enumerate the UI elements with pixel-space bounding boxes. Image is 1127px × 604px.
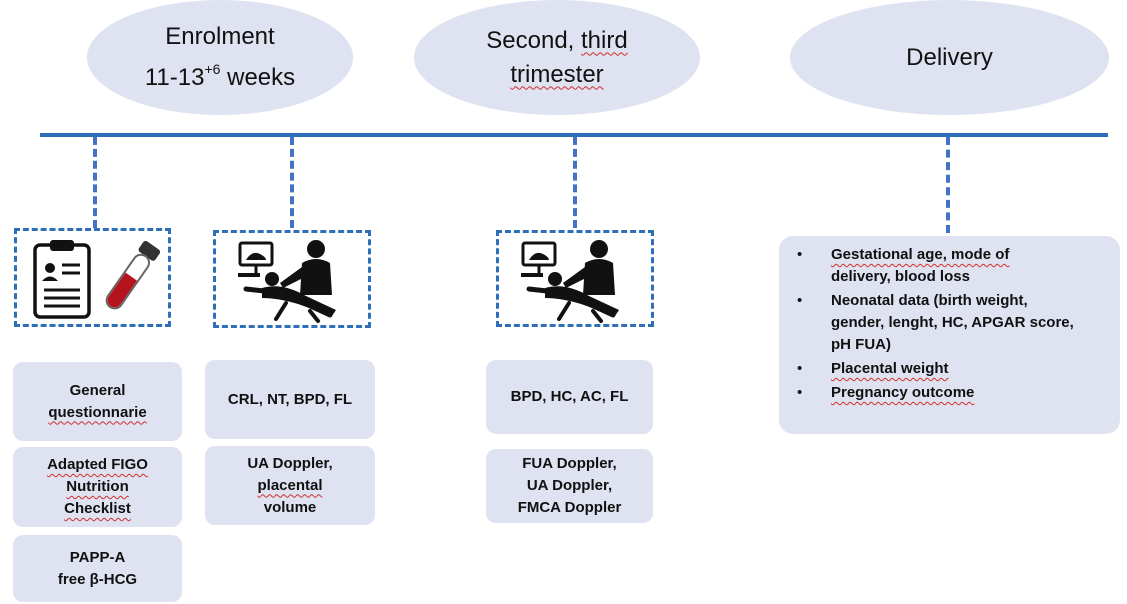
phase-enrolment-weeks: 11-13+6 weeks — [144, 61, 296, 91]
phase-delivery-title: Delivery — [906, 43, 993, 71]
enrolment-ultrasound-frame — [213, 230, 371, 328]
enrolment-biometry-box: CRL, NT, BPD, FL — [205, 360, 375, 439]
phase-enrolment-title: Enrolment — [165, 23, 275, 50]
trimester-biometry-box: BPD, HC, AC, FL — [486, 360, 653, 434]
delivery-outcomes-list: Gestational age, mode of delivery, blood… — [793, 244, 1110, 404]
timeline-axis — [40, 133, 1108, 137]
general-questionnaire-box: General questionnarie — [13, 362, 182, 441]
connector-enrolment-ultrasound — [290, 137, 294, 228]
phase-trimester-line1: Second, third — [486, 26, 628, 54]
phase-delivery: Delivery — [790, 0, 1109, 115]
list-item: Gestational age, mode of delivery, blood… — [793, 244, 1110, 288]
phase-second-third-trimester: Second, third trimester — [414, 0, 700, 115]
delivery-outcomes-box: Gestational age, mode of delivery, blood… — [779, 236, 1120, 434]
figo-nutrition-checklist-box: Adapted FIGO Nutrition Checklist — [13, 447, 182, 527]
enrolment-doppler-volume-box: UA Doppler, placental volume — [205, 446, 375, 525]
list-item: Pregnancy outcome — [793, 382, 1110, 404]
clipboard-and-blood-tube-icon — [33, 240, 161, 319]
enrolment-labs-frame — [14, 228, 171, 327]
phase-enrolment: Enrolment 11-13+6 weeks — [87, 0, 353, 115]
ultrasound-exam-icon — [238, 240, 336, 323]
connector-delivery — [946, 137, 950, 233]
list-item: Neonatal data (birth weight, gender, len… — [793, 290, 1110, 356]
list-item: Placental weight — [793, 358, 1110, 380]
ultrasound-exam-icon — [521, 240, 619, 323]
phase-trimester-line2: trimester — [510, 60, 604, 88]
connector-trimester — [573, 137, 577, 228]
trimester-ultrasound-frame — [496, 230, 654, 327]
papp-a-free-bhcg-box: PAPP-A free β-HCG — [13, 535, 182, 602]
trimester-doppler-box: FUA Doppler, UA Doppler, FMCA Doppler — [486, 449, 653, 523]
connector-enrolment-labs — [93, 137, 97, 228]
